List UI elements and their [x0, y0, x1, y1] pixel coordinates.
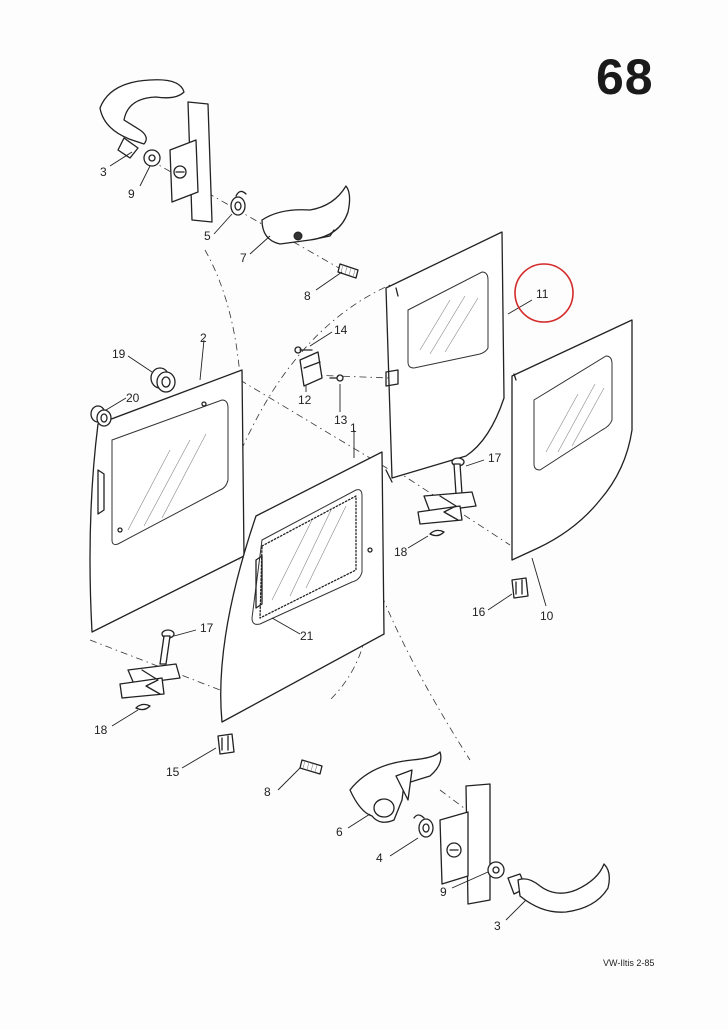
door-panel-1: [220, 451, 385, 723]
callout-3-lower: 3: [494, 919, 501, 933]
callout-labels: 3 9 5 7 8 11 14 2 19 20 12 13 1 17 18 16…: [94, 165, 554, 933]
door-panel-2: [89, 369, 245, 633]
lower-latch-pin-17: [159, 629, 175, 665]
callout-5: 5: [204, 229, 211, 243]
callout-7: 7: [240, 251, 247, 265]
lower-screw-8: [299, 759, 323, 775]
grommet-19: [150, 367, 176, 393]
upper-latch-pin-17: [451, 457, 465, 495]
callout-21: 21: [300, 629, 314, 643]
callout-9-upper: 9: [128, 187, 135, 201]
lower-washer-9: [487, 861, 505, 879]
upper-washer-9: [143, 149, 161, 167]
lower-spring-4: [413, 814, 434, 838]
hinge-pin-14: [294, 346, 313, 354]
callout-1: 1: [350, 421, 357, 435]
callout-3-upper: 3: [100, 165, 107, 179]
upper-clip-18: [429, 529, 445, 537]
lower-door-pillar: [439, 783, 491, 905]
callout-9-lower: 9: [440, 885, 447, 899]
callout-leaders: [105, 151, 547, 921]
striker-15: [217, 733, 235, 755]
callout-10: 10: [540, 609, 554, 623]
callout-14: 14: [334, 323, 348, 337]
lower-clip-18: [135, 703, 151, 711]
upper-door-handle: [99, 79, 185, 159]
callout-13: 13: [334, 413, 348, 427]
lower-door-handle: [507, 863, 610, 913]
callout-8-lower: 8: [264, 785, 271, 799]
callout-18-lower: 18: [94, 723, 108, 737]
callout-17-upper: 17: [488, 451, 502, 465]
callout-15: 15: [166, 765, 180, 779]
callout-18-upper: 18: [394, 545, 408, 559]
callout-2: 2: [200, 331, 207, 345]
striker-16: [511, 577, 529, 599]
upper-door-pillar: [169, 101, 213, 223]
lower-latch-block: [119, 663, 181, 699]
hinge-12: [299, 351, 323, 387]
upper-spring-5: [230, 190, 247, 216]
door-panel-10: [511, 319, 633, 561]
upper-latch-block: [417, 491, 477, 525]
page-number: 68: [596, 49, 654, 105]
callout-17-lower: 17: [200, 621, 214, 635]
callout-6: 6: [336, 825, 343, 839]
footer-document-code: VW-Iltis 2-85: [603, 958, 655, 968]
callout-11: 11: [536, 287, 549, 301]
door-panel-11: [385, 231, 505, 483]
callout-20: 20: [126, 391, 140, 405]
hinge-screw-13: [329, 374, 344, 382]
callout-12: 12: [298, 393, 312, 407]
grommet-20: [90, 405, 112, 427]
lower-inner-handle-6: [349, 751, 442, 823]
upper-screw-8: [337, 263, 359, 279]
upper-inner-handle-7: [261, 185, 351, 245]
callout-4: 4: [376, 851, 383, 865]
callout-8-upper: 8: [304, 289, 311, 303]
callout-16: 16: [472, 605, 486, 619]
highlight-circle-part-11: [514, 263, 574, 323]
callout-19: 19: [112, 347, 126, 361]
